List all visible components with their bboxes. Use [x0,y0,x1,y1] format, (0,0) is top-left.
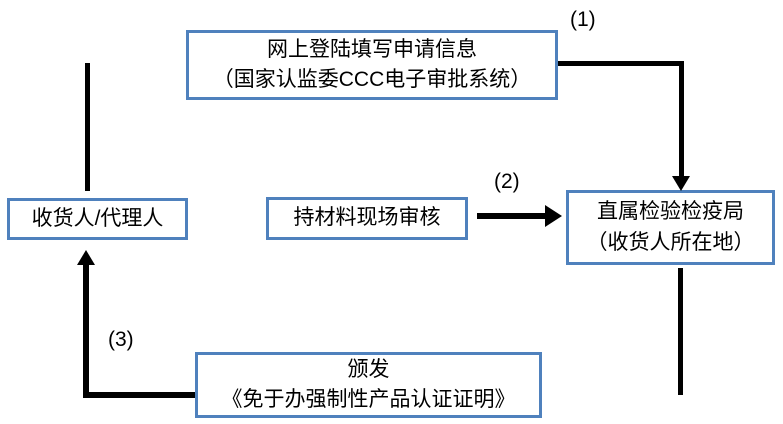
box-online-application-line1: 网上登陆填写申请信息 [267,37,477,61]
box-ciq-bureau-line2: （收货人所在地） [586,230,755,254]
arrow-2-shaft [477,213,545,219]
box-online-application: 网上登陆填写申请信息 （国家认监委CCC电子审批系统） [186,30,558,100]
box-onsite-review: 持材料现场审核 [266,197,468,240]
box-online-application-line2: （国家认监委CCC电子审批系统） [212,68,532,91]
arrow-1-down-arrowhead-icon [672,176,690,191]
arrow-2-right-arrowhead-icon [545,205,562,227]
arrow-3-horizontal-segment [83,392,195,398]
box-consignee-agent-label: 收货人/代理人 [31,206,164,230]
box-issue-certificate-line1: 颁发 [347,357,390,381]
step-label-3: (3) [108,328,134,351]
box-consignee-agent: 收货人/代理人 [7,198,188,240]
arrow-1-vertical-segment [679,61,684,177]
box-issue-certificate: 颁发 《免于办强制性产品认证证明》 [195,352,542,418]
step-label-2: (2) [494,170,520,193]
arrow-1-horizontal-segment [558,61,684,66]
box-onsite-review-label: 持材料现场审核 [293,206,441,230]
box-issue-certificate-line2: 《免于办强制性产品认证证明》 [221,388,516,411]
connector-top-to-consignee-line [85,63,90,191]
box-ciq-bureau: 直属检验检疫局 （收货人所在地） [566,190,775,265]
step-label-1: (1) [570,8,596,31]
arrow-3-vertical-segment [83,264,89,395]
box-ciq-bureau-line1: 直属检验检疫局 [597,200,744,224]
connector-bureau-down-line [678,268,683,395]
arrow-3-up-arrowhead-icon [77,250,95,265]
